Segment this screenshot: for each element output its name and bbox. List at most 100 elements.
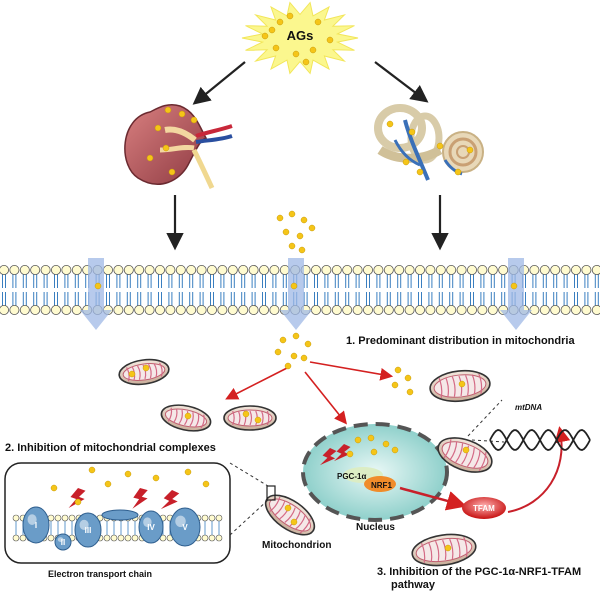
- ag-particle: [152, 474, 160, 482]
- ag-particle: [416, 168, 424, 176]
- complex-label-IV: IV: [147, 523, 155, 532]
- ag-particle: [284, 362, 292, 370]
- ag-particle: [296, 232, 304, 240]
- ag-particle: [402, 158, 410, 166]
- ag-particle: [408, 128, 416, 136]
- ag-particle: [124, 470, 132, 478]
- ag-particle: [346, 450, 354, 458]
- mitochondrion-2: [223, 405, 277, 431]
- mitochondrion-5: [264, 494, 316, 536]
- ag-particle: [284, 504, 292, 512]
- ag-particle: [300, 354, 308, 362]
- ag-particle: [128, 370, 136, 378]
- ag-particle: [292, 332, 300, 340]
- tfam-label: TFAM: [473, 504, 495, 513]
- ag-particle: [276, 214, 284, 222]
- ag-particle: [104, 480, 112, 488]
- ag-particle: [202, 480, 210, 488]
- ag-particle: [386, 120, 394, 128]
- ag-particle: [466, 146, 474, 154]
- arrow-nucleus-to-tfam: [399, 486, 467, 511]
- ag-particle: [404, 374, 412, 382]
- nucleus-illustration: [301, 422, 449, 522]
- inner-ear-illustration: [374, 104, 484, 181]
- mtdna-helix: [489, 429, 591, 451]
- mitochondria-group: [118, 358, 493, 567]
- ag-particle: [286, 12, 294, 20]
- dashed-zoom-line-2: [229, 499, 269, 536]
- ag-particle: [370, 448, 378, 456]
- ag-particle: [309, 46, 317, 54]
- ag-particle: [326, 36, 334, 44]
- ag-particle: [178, 110, 186, 118]
- ag-particle: [367, 434, 375, 442]
- dashed-link-mtdna-1: [467, 399, 503, 437]
- ag-particle: [300, 216, 308, 224]
- membrane-channels: [80, 258, 532, 330]
- arrow-tfam-to-mtdna: [507, 426, 571, 513]
- nucleus-label: Nucleus: [356, 522, 395, 533]
- ag-particle: [282, 228, 290, 236]
- ag-particle: [298, 246, 306, 254]
- pgc-label: PGC-1α: [337, 472, 366, 481]
- nrf1-label: NRF1: [371, 481, 392, 490]
- ag-particle: [146, 154, 154, 162]
- ags-starburst: [241, 1, 359, 75]
- ag-particle: [88, 466, 96, 474]
- ag-particle: [276, 18, 284, 26]
- ag-particle: [94, 282, 102, 290]
- ag-particle: [314, 18, 322, 26]
- complex-label-III: III: [85, 526, 92, 535]
- ag-particle: [510, 282, 518, 290]
- tfam-protein: [462, 497, 506, 519]
- mitochondrion-1: [160, 404, 212, 432]
- ag-particle: [162, 144, 170, 152]
- ag-particle: [168, 168, 176, 176]
- ag-particle: [391, 381, 399, 389]
- ag-particle: [261, 32, 269, 40]
- ag-particle: [190, 116, 198, 124]
- arrow-ags-to-kidney: [192, 61, 246, 105]
- ag-particle: [436, 142, 444, 150]
- ag-particle: [272, 44, 280, 52]
- ag-particle: [304, 340, 312, 348]
- ag-particle: [292, 50, 300, 58]
- ag-particle: [184, 412, 192, 420]
- arrow-ags-to-ear: [374, 61, 429, 103]
- ag-particle: [142, 364, 150, 372]
- ag-particle: [154, 124, 162, 132]
- mitochondrion-0: [118, 358, 170, 386]
- ag-particle: [288, 242, 296, 250]
- ag-particle: [394, 366, 402, 374]
- ag-particles: [50, 12, 518, 552]
- lightning-bolts: [68, 444, 351, 510]
- ag-particle: [354, 436, 362, 444]
- mitochondrion-4: [437, 437, 493, 473]
- ag-particle: [184, 468, 192, 476]
- ag-particle: [288, 210, 296, 218]
- zoom-box: [266, 485, 276, 501]
- ag-particle: [279, 336, 287, 344]
- ag-particle: [50, 484, 58, 492]
- ag-particle: [254, 416, 262, 424]
- ags-label: AGs: [287, 28, 314, 43]
- ag-particle: [74, 498, 82, 506]
- mitochondrion-3: [429, 369, 491, 403]
- step3-label-line2: pathway: [391, 579, 436, 591]
- dashed-link-mtdna-2: [471, 439, 505, 443]
- dashed-zoom-line-1: [229, 462, 269, 487]
- ag-particle: [462, 446, 470, 454]
- ag-particle: [290, 518, 298, 526]
- ag-particle: [290, 352, 298, 360]
- ag-particle: [308, 224, 316, 232]
- step2-label: 2. Inhibition of mitochondrial complexes: [5, 442, 216, 454]
- etc-label: Electron transport chain: [48, 569, 153, 579]
- ag-particle: [444, 544, 452, 552]
- ag-particle: [454, 168, 462, 176]
- ag-particle: [164, 106, 172, 114]
- step1-label: 1. Predominant distribution in mitochond…: [346, 335, 575, 347]
- complex-label-I: I: [35, 521, 37, 530]
